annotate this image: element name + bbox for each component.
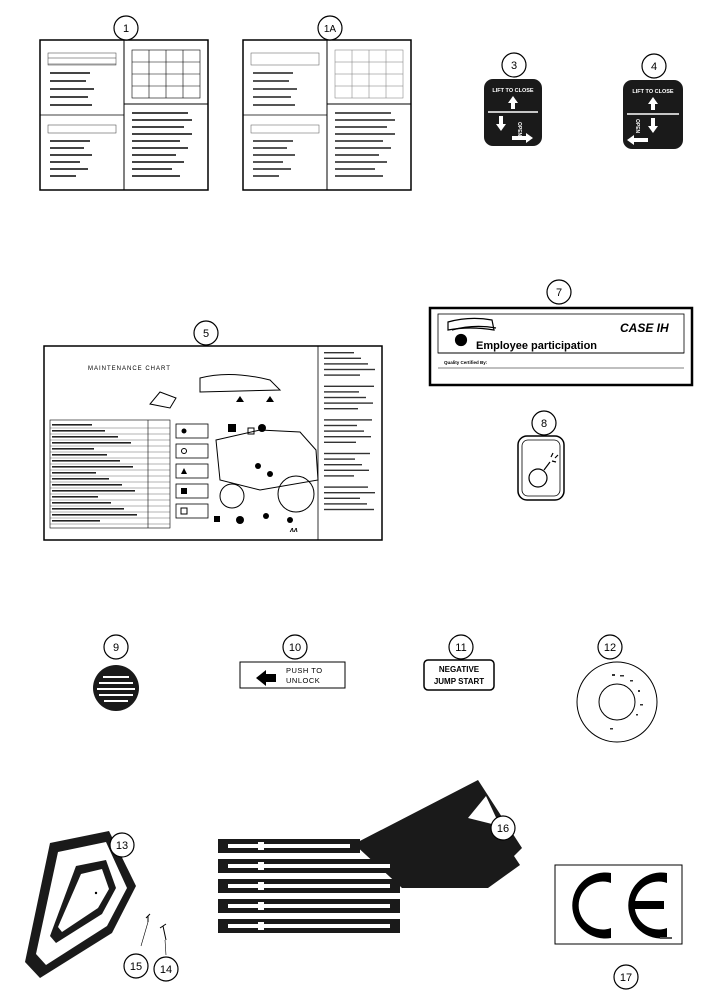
decal-1a-fuse-chart bbox=[242, 39, 412, 191]
callout-3-label: 3 bbox=[511, 60, 517, 72]
bomb-icon bbox=[528, 452, 559, 488]
callout-17: 17 bbox=[613, 964, 639, 990]
callout-7-label: 7 bbox=[556, 287, 562, 299]
decal-3-top-text: LIFT TO CLOSE bbox=[492, 88, 533, 94]
decal-5-maintenance-chart: MAINTENANCE CHART bbox=[43, 345, 383, 541]
decal-13-slow-moving-vehicle-triangle bbox=[25, 831, 136, 978]
decal-10-line1: PUSH TO bbox=[286, 666, 323, 675]
down-arrow-icon bbox=[648, 118, 658, 133]
up-arrow-icon bbox=[648, 97, 658, 110]
callout-1: 1 bbox=[113, 15, 139, 41]
decal-4-lift-to-close: LIFT TO CLOSE OPEN bbox=[623, 80, 683, 149]
up-arrow-icon bbox=[508, 96, 518, 109]
callout-8: 8 bbox=[531, 410, 557, 436]
callout-1-label: 1 bbox=[123, 23, 129, 35]
callout-4-label: 4 bbox=[651, 61, 657, 73]
callout-16: 16 bbox=[490, 815, 516, 841]
decal-1-fuse-chart bbox=[39, 39, 209, 191]
callout-15: 15 bbox=[123, 953, 149, 979]
down-arrow-icon bbox=[496, 116, 506, 131]
arrow-icon bbox=[256, 670, 276, 686]
decal-7-heading: Employee participation bbox=[476, 340, 597, 352]
decal-11-negative-jump-start: NEGATIVE JUMP START bbox=[423, 659, 495, 691]
callout-12-label: 12 bbox=[604, 642, 616, 654]
callout-12: 12 bbox=[597, 634, 623, 660]
decal-10-push-to-unlock: PUSH TO UNLOCK bbox=[239, 661, 346, 689]
decal-17-ce-mark bbox=[554, 864, 683, 945]
decal-3-lift-to-close: LIFT TO CLOSE OPEN bbox=[484, 79, 542, 146]
callout-13: 13 bbox=[109, 832, 135, 858]
decal-12-ring-decal bbox=[576, 661, 658, 743]
decal-16-strip-sheet bbox=[218, 780, 522, 933]
decal-4-top-text: LIFT TO CLOSE bbox=[632, 89, 673, 95]
callout-8-label: 8 bbox=[541, 418, 547, 430]
decal-7-subtext: Quality Certified By: bbox=[444, 360, 488, 365]
decal-11-line2: JUMP START bbox=[434, 677, 484, 686]
tractor-logo-icon bbox=[447, 317, 497, 347]
callout-5-label: 5 bbox=[203, 328, 209, 340]
callout-9: 9 bbox=[103, 634, 129, 660]
callout-3: 3 bbox=[501, 52, 527, 78]
right-arrow-icon bbox=[512, 133, 533, 143]
callout-1a: 1A bbox=[317, 15, 343, 41]
decal-7-brand: CASE IH bbox=[620, 321, 669, 335]
callout-11: 11 bbox=[448, 634, 474, 660]
svg-text:ᴧᴧ: ᴧᴧ bbox=[289, 527, 298, 534]
callout-4: 4 bbox=[641, 53, 667, 79]
left-arrow-icon bbox=[627, 135, 648, 145]
decal-8-warning-symbol bbox=[517, 435, 565, 501]
callout-14: 14 bbox=[153, 956, 179, 982]
callout-13-label: 13 bbox=[116, 840, 128, 852]
callout-10-label: 10 bbox=[289, 642, 301, 654]
decal-11-line1: NEGATIVE bbox=[439, 665, 480, 674]
decal-7-employee-participation: CASE IH Employee participation Quality C… bbox=[428, 306, 694, 387]
callout-10: 10 bbox=[282, 634, 308, 660]
callout-7: 7 bbox=[546, 279, 572, 305]
decal-10-line2: UNLOCK bbox=[286, 676, 320, 685]
decal-3-bottom-text: OPEN bbox=[516, 122, 522, 137]
callout-1a-label: 1A bbox=[324, 24, 337, 35]
callout-5: 5 bbox=[193, 320, 219, 346]
callout-15-label: 15 bbox=[130, 961, 142, 973]
callout-11-label: 11 bbox=[455, 642, 466, 654]
callout-16-label: 16 bbox=[497, 823, 509, 835]
decal-9-round-warning bbox=[93, 665, 139, 711]
callout-9-label: 9 bbox=[113, 642, 119, 654]
callout-14-label: 14 bbox=[160, 964, 172, 976]
fastener-parts bbox=[140, 913, 167, 956]
decal-5-title: MAINTENANCE CHART bbox=[88, 366, 171, 372]
decal-4-bottom-text: OPEN bbox=[634, 119, 640, 134]
callout-17-label: 17 bbox=[620, 972, 632, 984]
